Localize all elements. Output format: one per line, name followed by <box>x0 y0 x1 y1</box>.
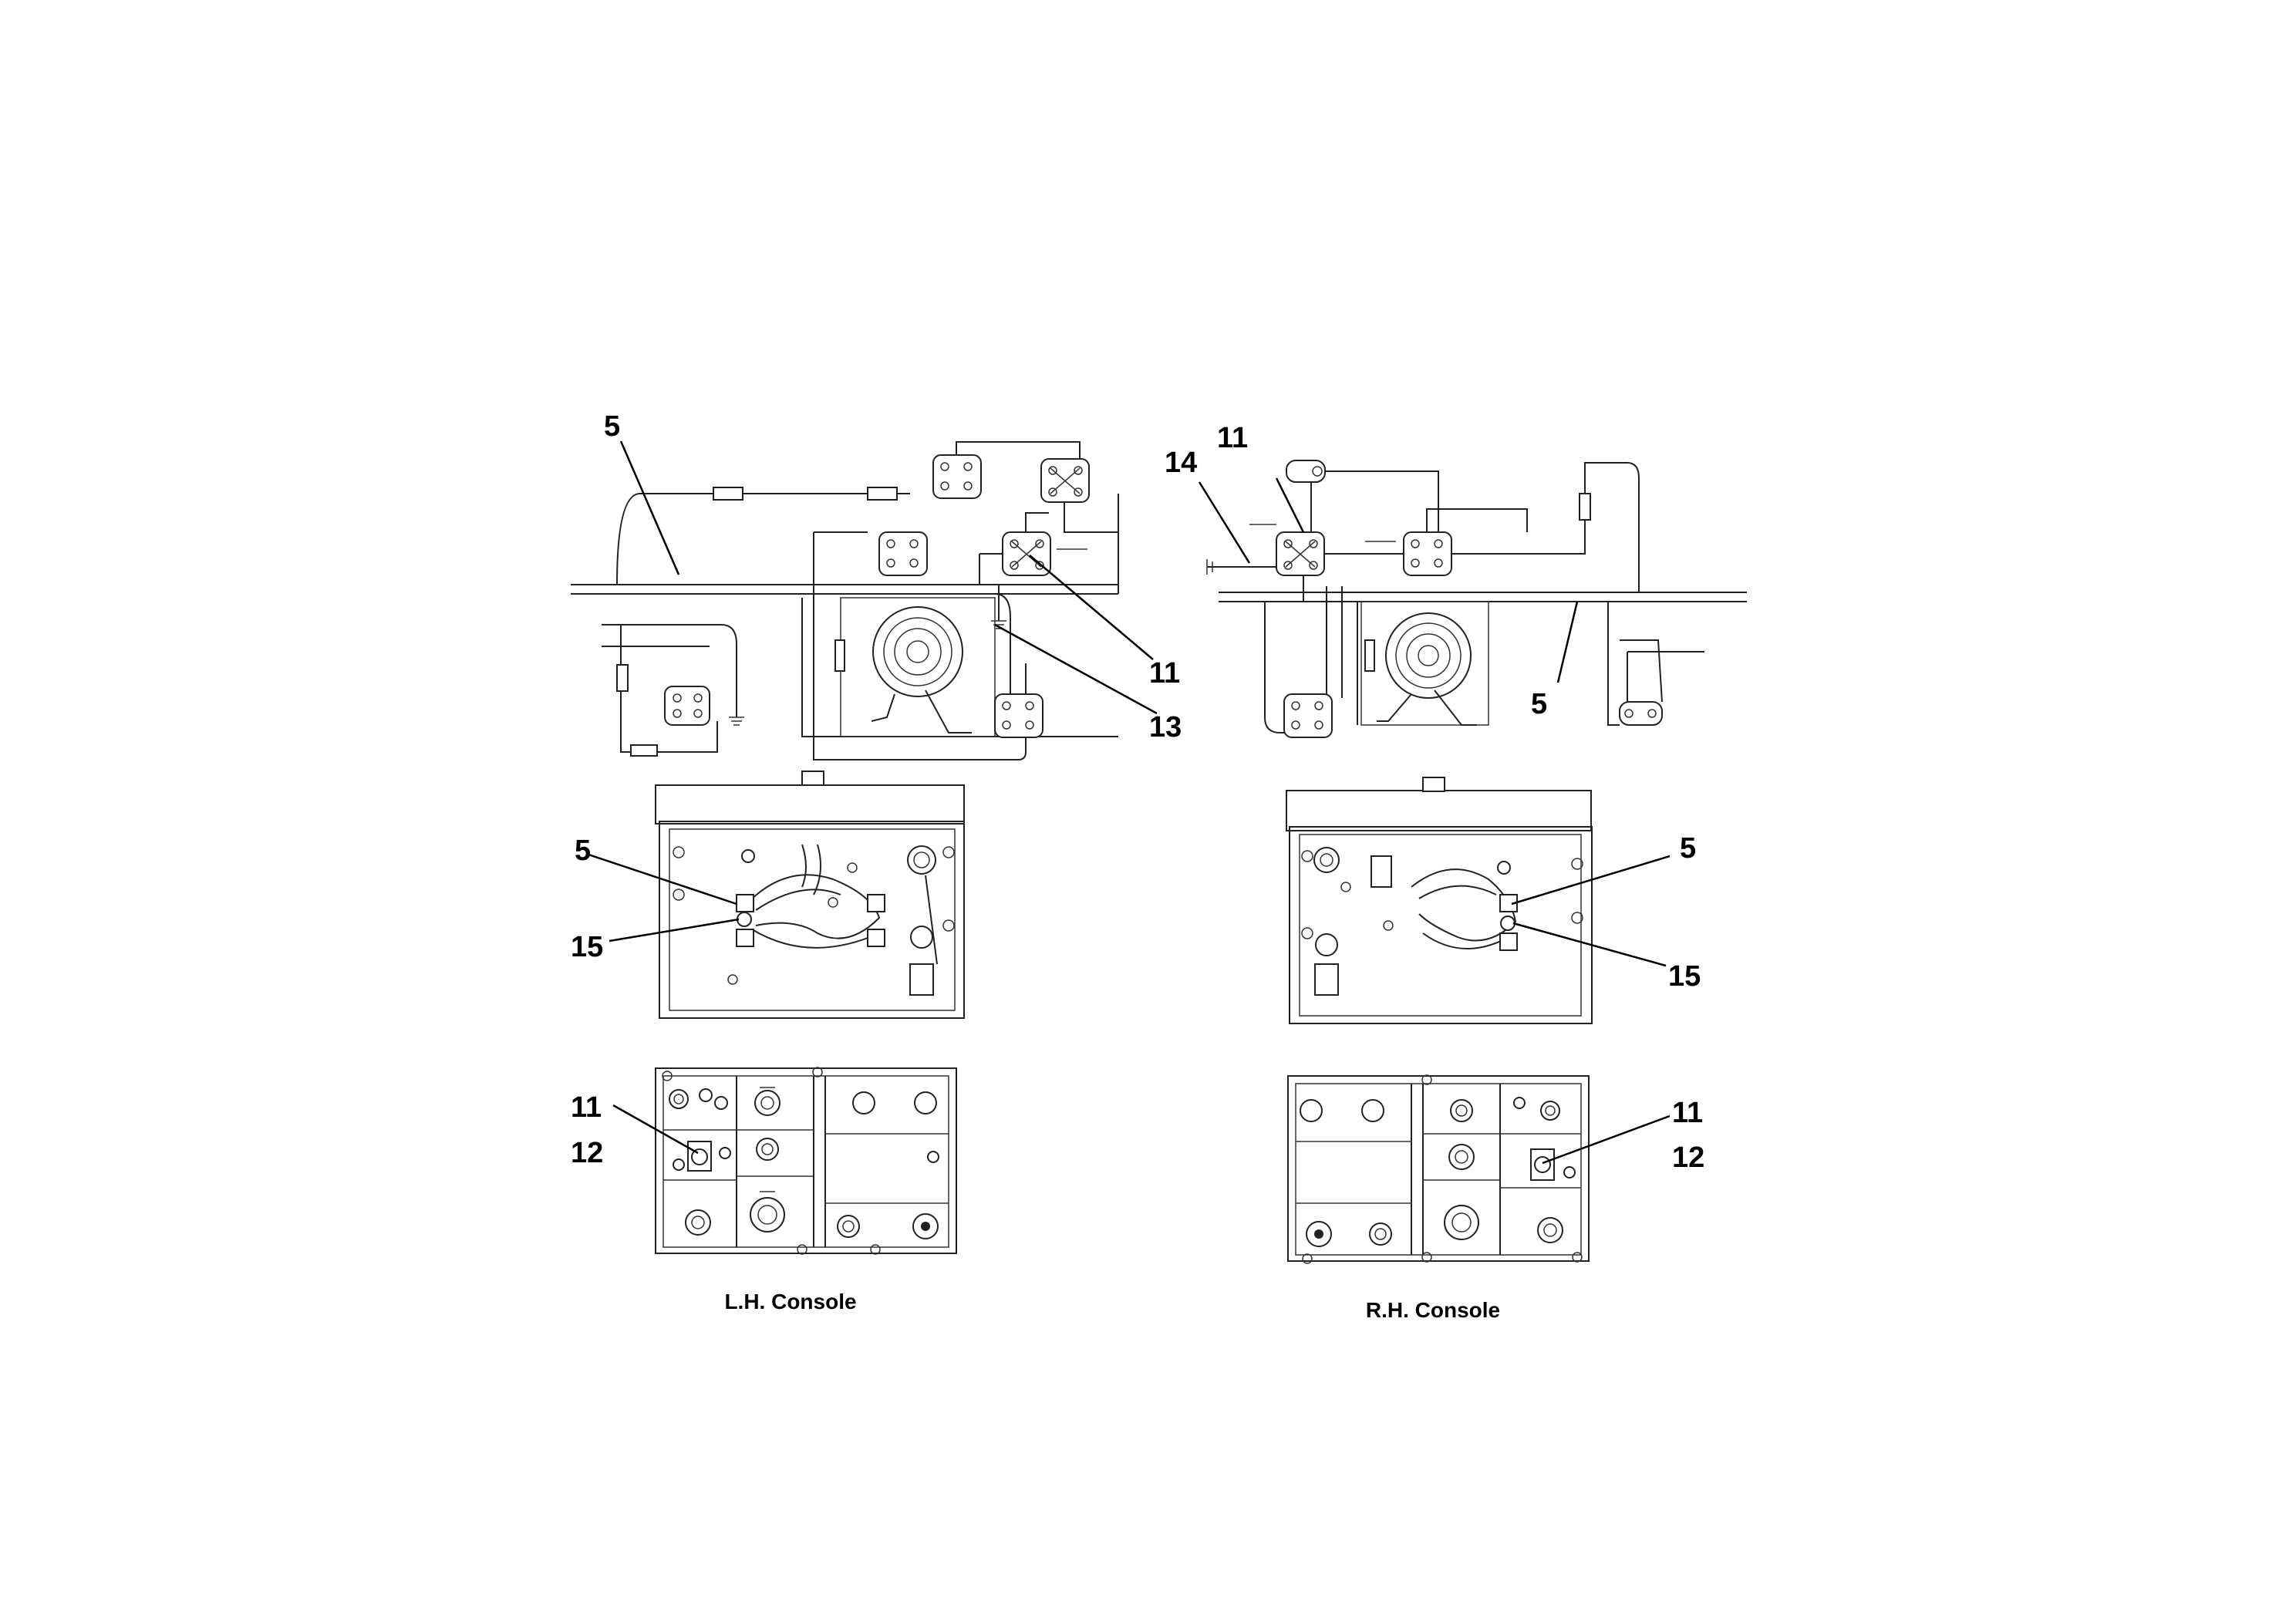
callout-11-top-left: 11 <box>1149 657 1180 690</box>
lh-console-top <box>655 1067 957 1255</box>
callout-15-mid-left: 15 <box>571 931 603 963</box>
callout-labels: 5 11 13 11 14 5 5 15 5 15 11 12 11 12 <box>571 410 1704 1174</box>
callout-11-bot-left: 11 <box>571 1091 602 1124</box>
callout-11-top-right: 11 <box>1217 422 1248 454</box>
connector-c <box>1040 458 1090 503</box>
lh-console-underside <box>655 771 965 1019</box>
top-right-wiring-harness <box>1206 460 1747 738</box>
rh-console-top <box>1287 1074 1590 1264</box>
callout-5-mid-left: 5 <box>575 835 591 867</box>
callout-5-top-right: 5 <box>1531 688 1547 720</box>
connector-c <box>1283 693 1333 738</box>
lh-console-caption: L.H. Console <box>724 1290 856 1313</box>
callout-13-top-left: 13 <box>1149 711 1182 744</box>
horn <box>1360 601 1489 726</box>
rh-console-underside <box>1286 777 1593 1024</box>
connector-plug <box>664 686 710 726</box>
leader-lines <box>585 440 1671 1165</box>
callout-5-top-left: 5 <box>604 410 620 443</box>
callout-12-bot-right: 12 <box>1672 1141 1704 1174</box>
connector-a <box>1276 531 1325 576</box>
callout-15-mid-right: 15 <box>1668 960 1701 993</box>
connector-d <box>1286 460 1326 483</box>
connector-a <box>878 531 928 576</box>
horn <box>834 597 996 737</box>
callout-12-bot-left: 12 <box>571 1137 603 1169</box>
connector-e <box>994 693 1043 738</box>
callout-5-mid-right: 5 <box>1680 832 1696 865</box>
connector-d <box>1002 531 1051 576</box>
connector-e <box>1619 701 1663 726</box>
callout-14-top-right: 14 <box>1165 447 1197 479</box>
rh-console-caption: R.H. Console <box>1366 1298 1500 1322</box>
connector-b <box>1403 531 1452 576</box>
top-left-wiring-harness <box>571 441 1119 760</box>
connector-b <box>932 454 982 499</box>
callout-11-bot-right: 11 <box>1672 1097 1703 1129</box>
